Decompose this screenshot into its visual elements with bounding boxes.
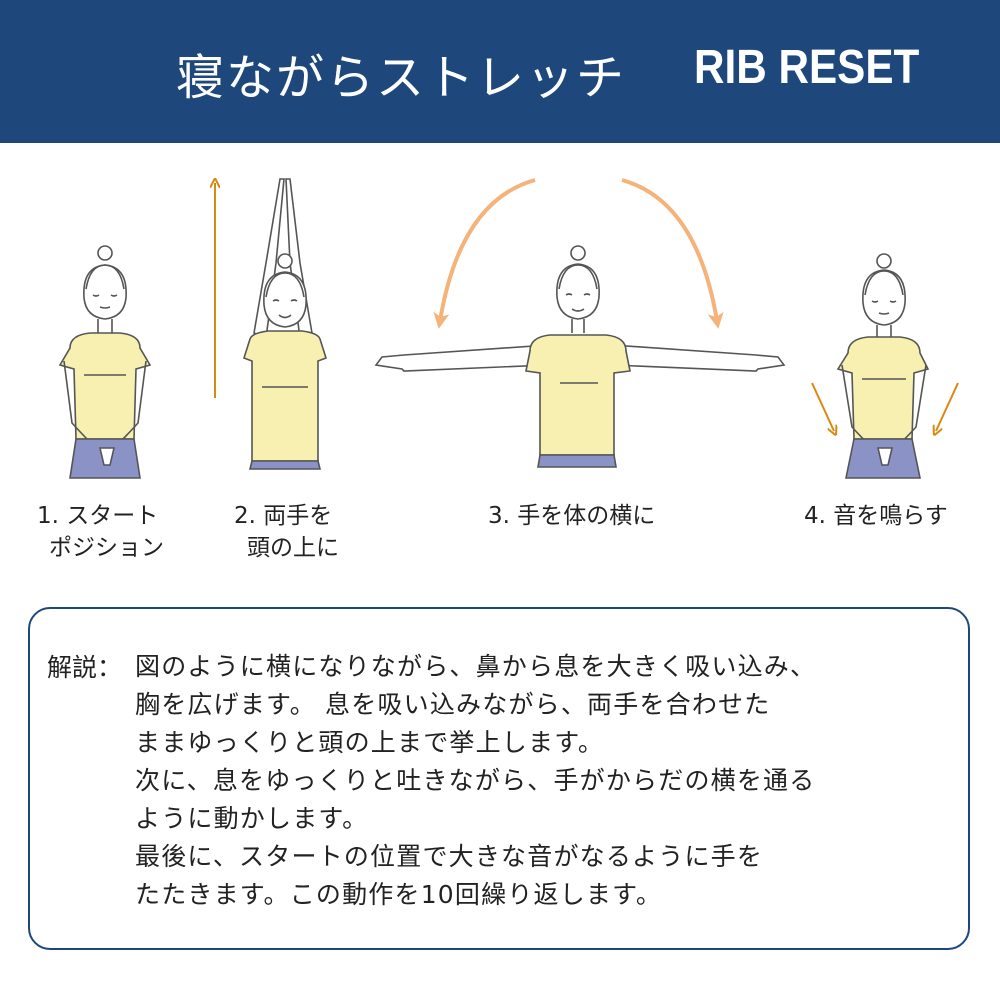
- stretch-illustrations: [58, 143, 959, 479]
- description-line: 胸を広げます。 息を吸い込みながら、両手を合わせた: [135, 690, 771, 719]
- description-line: 最後に、スタートの位置で大きな音がなるように手を: [135, 842, 764, 871]
- figure-hands-overhead: [243, 178, 327, 470]
- header-banner: 寝ながらストレッチ RIB RESET: [0, 0, 1000, 143]
- step-2-caption: 2. 両手を 頭の上に: [234, 500, 339, 564]
- figure-start-position: [58, 245, 152, 479]
- arrow-down-left-icon: [811, 382, 834, 431]
- description-box: [28, 607, 970, 950]
- description-text: 図のように横になりながら、鼻から息を大きく吸い込み、 胸を広げます。 息を吸い込…: [135, 648, 816, 914]
- step-3-caption-line1: 3. 手を体の横に: [488, 503, 656, 529]
- curved-arrow-right-icon: [621, 178, 724, 329]
- step-4-caption: 4. 音を鳴らす: [804, 500, 948, 532]
- step-2-caption-line1: 2. 両手を: [234, 503, 333, 529]
- description-line: たたきます。この動作を10回繰り返します。: [135, 880, 663, 909]
- description-line: ままゆっくりと頭の上まで挙上します。: [135, 728, 605, 757]
- step-1-caption-line1: 1. スタート: [37, 503, 159, 529]
- figure-hands-to-sides: [374, 245, 786, 468]
- figure-clap: [836, 253, 930, 479]
- arrow-down-right-icon: [936, 382, 959, 431]
- curved-arrow-left-icon: [433, 178, 536, 329]
- page-title: 寝ながらストレッチ: [176, 50, 627, 106]
- step-1-caption-line2: ポジション: [49, 535, 164, 561]
- step-1-caption: 1. スタート ポジション: [37, 500, 164, 564]
- description-line: 次に、息をゆっくりと吐きながら、手がからだの横を通る: [135, 766, 816, 795]
- step-2-caption-line2: 頭の上に: [247, 535, 339, 561]
- description-label: 解説：: [47, 653, 123, 682]
- description-line: ように動かします。: [135, 804, 369, 833]
- step-4-caption-line1: 4. 音を鳴らす: [804, 503, 948, 529]
- description-line: 図のように横になりながら、鼻から息を大きく吸い込み、: [135, 652, 817, 681]
- step-3-caption: 3. 手を体の横に: [488, 500, 655, 532]
- page-subtitle: RIB RESET: [694, 41, 920, 94]
